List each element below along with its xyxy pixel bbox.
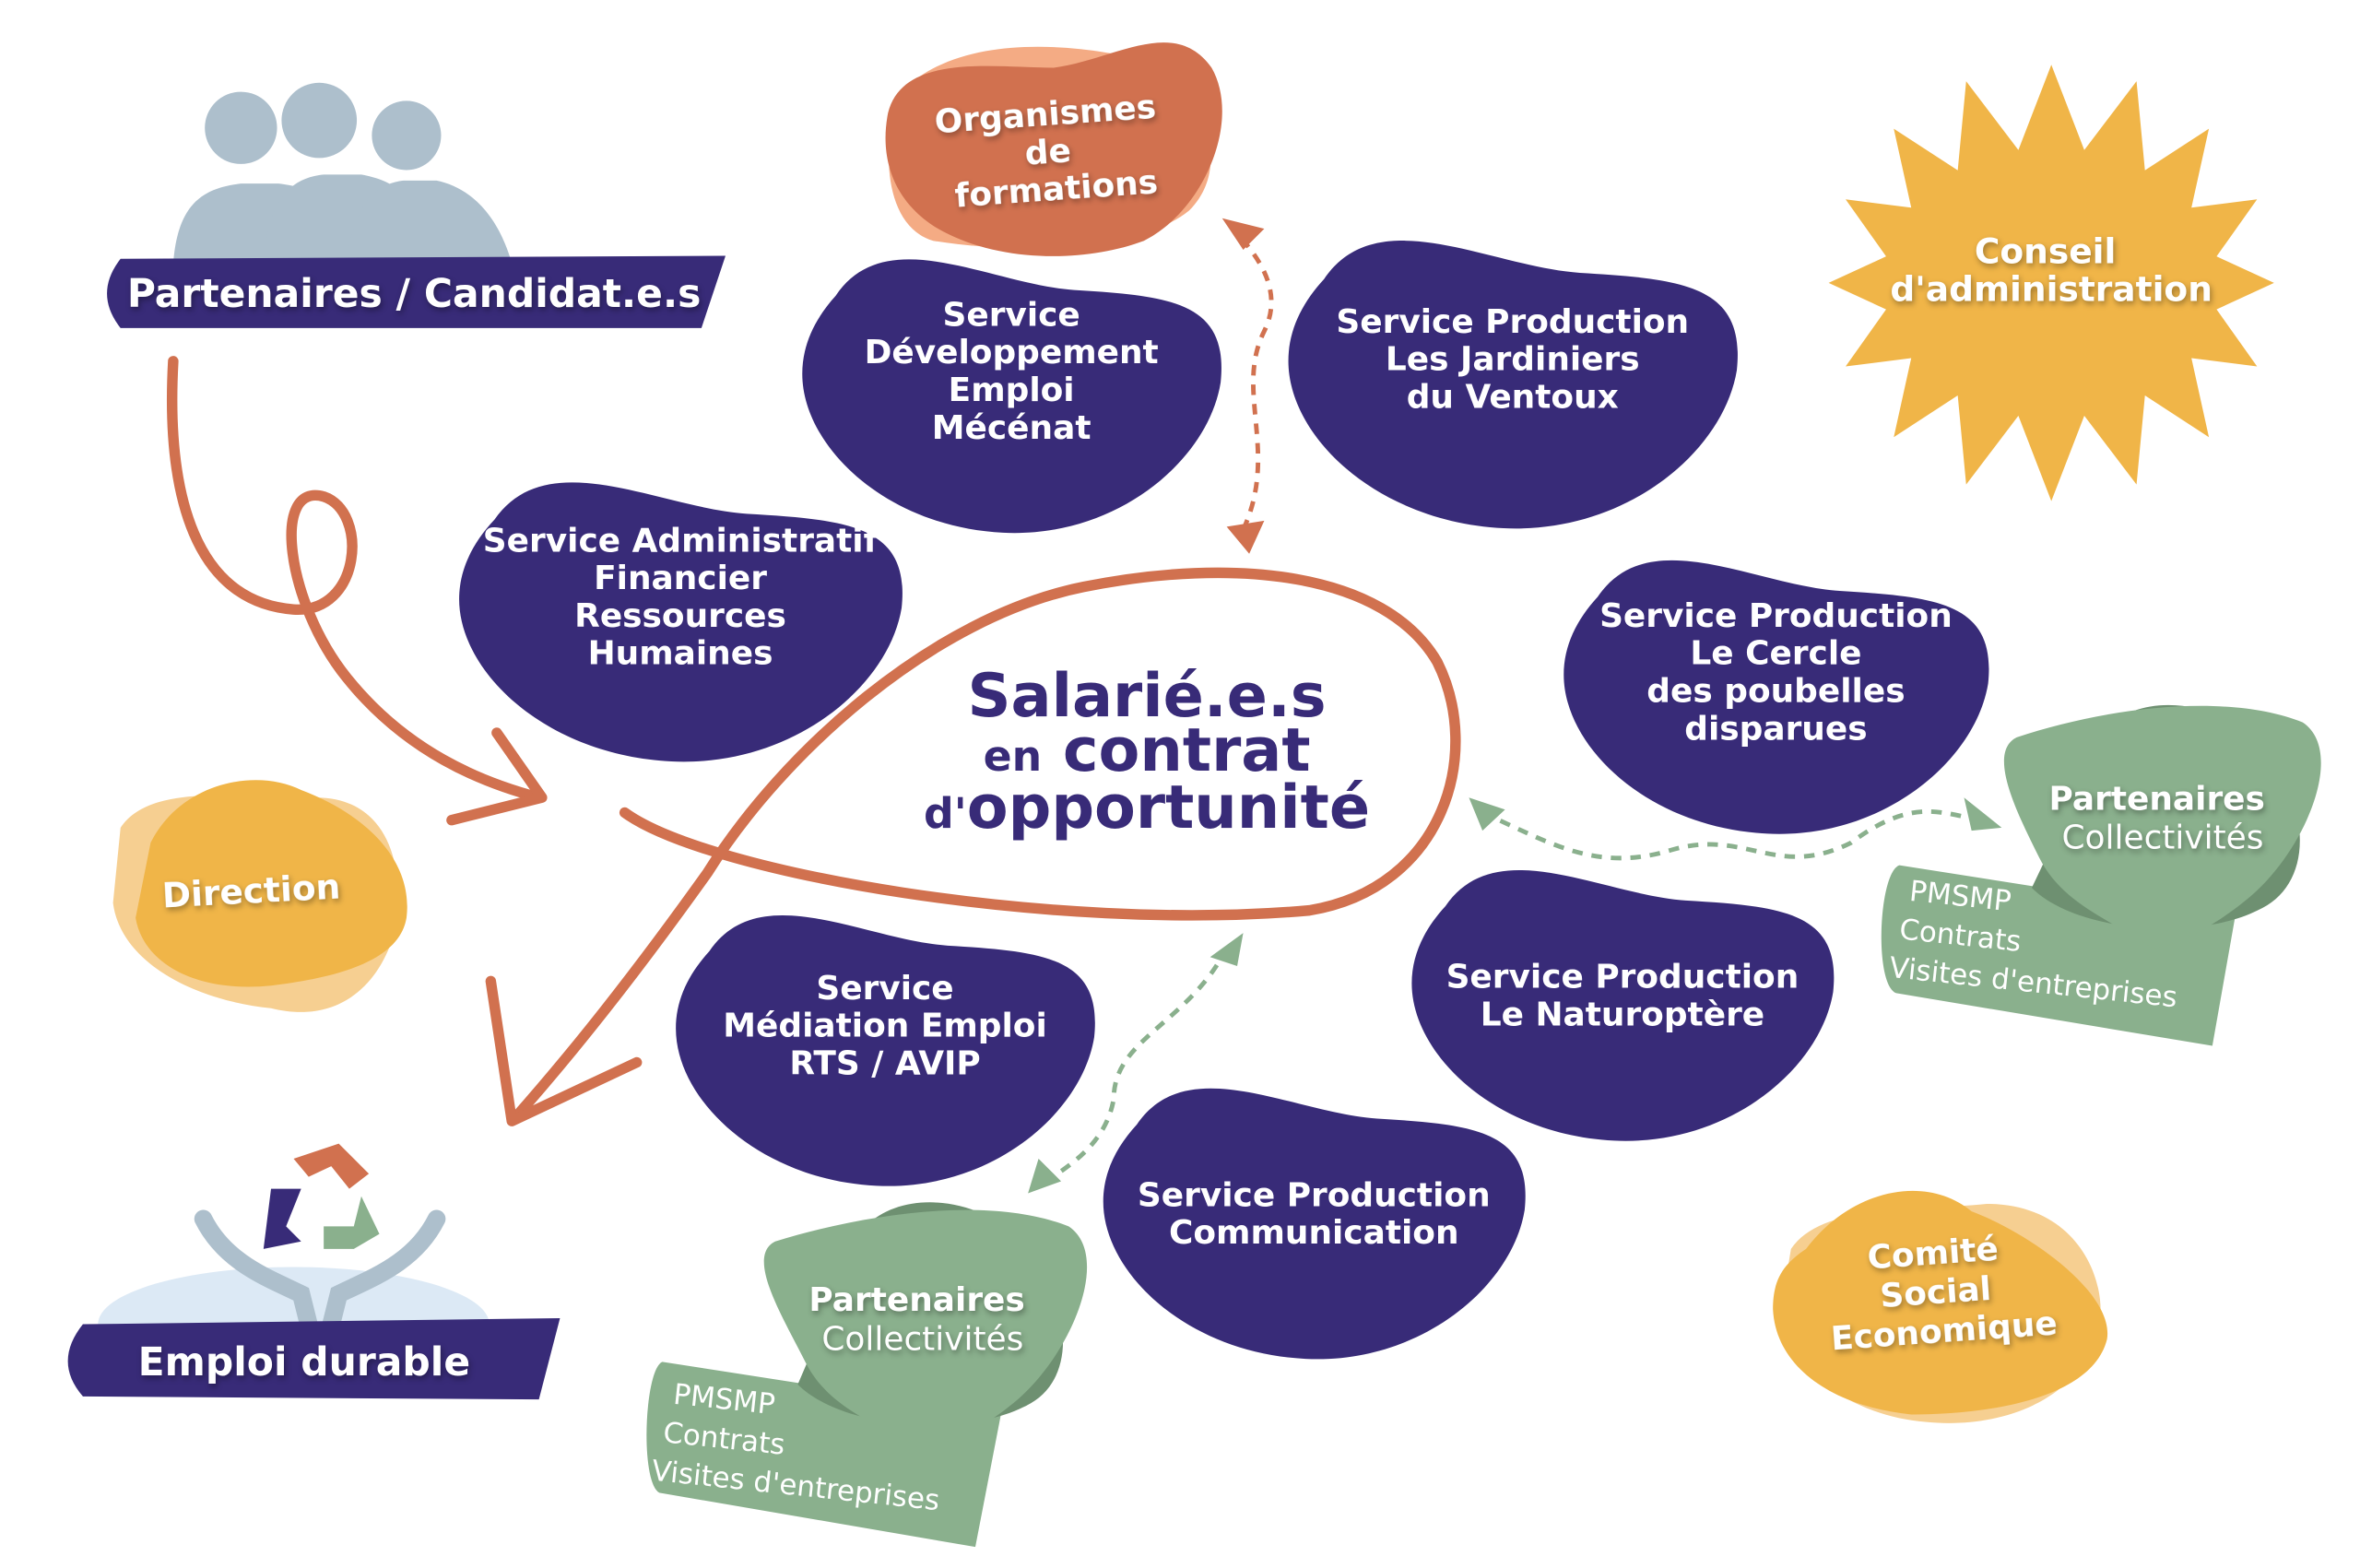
- blob-shape: [676, 914, 1095, 1186]
- partenaires-candidats-label: Partenaires / Candidat.e.s: [127, 272, 702, 317]
- emploi-durable-banner: Emploi durable: [67, 1318, 560, 1400]
- conseil-label: Conseil d'administration: [1890, 231, 2212, 310]
- partenaires-collectivites-right: Partenaires Collectivités PMSMP Contrats…: [1881, 704, 2321, 1046]
- blob-shape: [1564, 560, 1989, 834]
- blob-shape: [802, 259, 1221, 534]
- direction-label: Direction: [161, 866, 342, 915]
- hands-icon: [194, 1209, 446, 1334]
- comite-social-economique-blob: Comité Social Economique: [1773, 1190, 2108, 1423]
- partenaires-candidats-banner: Partenaires / Candidat.e.s: [107, 255, 726, 328]
- green-dotted-arrows: [1044, 808, 1980, 1184]
- center-line1: Salarié.e.s: [968, 661, 1327, 731]
- partenaires-right-title: Partenaires Collectivités: [2049, 780, 2277, 856]
- orange-dotted-arrow: [1221, 218, 1274, 554]
- orange-flow-arrows: [166, 356, 1461, 1126]
- blob-shape: [1411, 869, 1835, 1141]
- organismes-formations-blob: Organismes de formations: [885, 42, 1222, 256]
- blob-shape: [459, 482, 903, 762]
- emploi-durable-label: Emploi durable: [138, 1340, 470, 1385]
- recycle-icon: [263, 1143, 380, 1249]
- blob-shape: [1288, 241, 1738, 529]
- conseil-administration-star: Conseil d'administration: [1828, 65, 2274, 501]
- partenaires-collectivites-bottom: Partenaires Collectivités PMSMP Contrats…: [646, 1202, 1088, 1548]
- blob-shape: [1103, 1088, 1526, 1360]
- center-title: Salarié.e.s en contrat d'opportunité: [924, 661, 1370, 843]
- center-line3: d'opportunité: [924, 772, 1370, 843]
- center-line2: en contrat: [984, 715, 1311, 785]
- partenaires-bottom-title: Partenaires Collectivités: [808, 1281, 1036, 1358]
- people-silhouettes-icon: [172, 82, 513, 264]
- direction-blob: Direction: [112, 780, 407, 1012]
